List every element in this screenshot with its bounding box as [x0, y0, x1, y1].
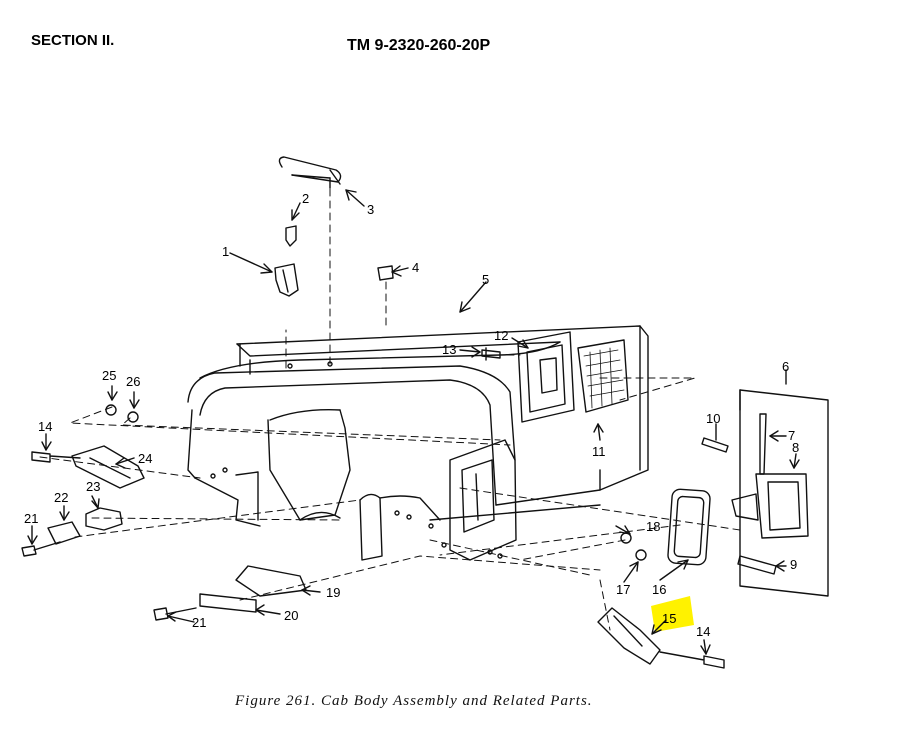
bolt-13: [481, 347, 501, 361]
bolt-14-left: [31, 451, 81, 463]
callout-18: 18: [646, 519, 660, 534]
washer-17: [635, 549, 647, 561]
callout-9: 9: [790, 557, 797, 572]
callout-22: 22: [54, 490, 68, 505]
callout-7: 7: [788, 428, 795, 443]
cab-body: [187, 325, 649, 561]
callout-26: 26: [126, 374, 140, 389]
leader-lines: [27, 189, 800, 655]
callout-13: 13: [442, 342, 456, 357]
callout-25: 25: [102, 368, 116, 383]
cotter-10: [701, 437, 729, 453]
callout-20: 20: [284, 608, 298, 623]
tm-number: TM 9-2320-260-20P: [347, 37, 491, 54]
seal-16-inner: [673, 495, 705, 559]
callout-16: 16: [652, 582, 666, 597]
callout-14-left: 14: [38, 419, 52, 434]
panel-6: [739, 389, 829, 597]
hinge-plate-19: [235, 565, 307, 597]
cab-body-exploded-drawing: 1 2 3 4 5 6 7 8 9 10 11 12 13 14 14 15 1…: [21, 156, 829, 669]
block-23: [85, 507, 123, 531]
nut-25: [105, 404, 117, 416]
callout-3: 3: [367, 202, 374, 217]
callout-5: 5: [482, 272, 489, 287]
callout-10: 10: [706, 411, 720, 426]
hinge-24: [71, 445, 145, 489]
bracket-22: [47, 521, 81, 545]
callout-11: 11: [592, 444, 606, 459]
screw-21-left: [21, 541, 61, 557]
callout-21-lower: 21: [192, 615, 206, 630]
latch-15: [597, 607, 661, 665]
callout-4: 4: [412, 260, 419, 275]
callout-24: 24: [138, 451, 152, 466]
strip-20: [199, 593, 257, 613]
nut-4: [377, 265, 394, 281]
callout-2: 2: [302, 191, 309, 206]
callout-21-left: 21: [24, 511, 38, 526]
callout-19: 19: [326, 585, 340, 600]
bolt-14-right: [659, 651, 725, 669]
screw-21-lower: [153, 607, 197, 621]
callout-8: 8: [792, 440, 799, 455]
callout-17: 17: [616, 582, 630, 597]
callout-15-highlight: [651, 596, 694, 632]
callout-15: 15: [662, 611, 676, 626]
gasket-9: [737, 555, 777, 575]
washer-26: [127, 411, 139, 423]
figure-caption: Figure 261. Cab Body Assembly and Relate…: [235, 693, 593, 709]
callouts: 1 2 3 4 5 6 7 8 9 10 11 12 13 14 14 15 1…: [24, 191, 799, 639]
section-heading: SECTION II.: [31, 32, 115, 49]
handle-8: [731, 473, 809, 539]
screw-2: [285, 225, 297, 247]
pin-7: [759, 413, 767, 475]
callout-23: 23: [86, 479, 100, 494]
callout-1: 1: [222, 244, 229, 259]
rod-assembly: [278, 156, 342, 189]
callout-6: 6: [782, 359, 789, 374]
clamp-1: [274, 263, 299, 297]
callout-12: 12: [494, 328, 508, 343]
seal-16: [667, 488, 711, 566]
callout-14-right: 14: [696, 624, 710, 639]
